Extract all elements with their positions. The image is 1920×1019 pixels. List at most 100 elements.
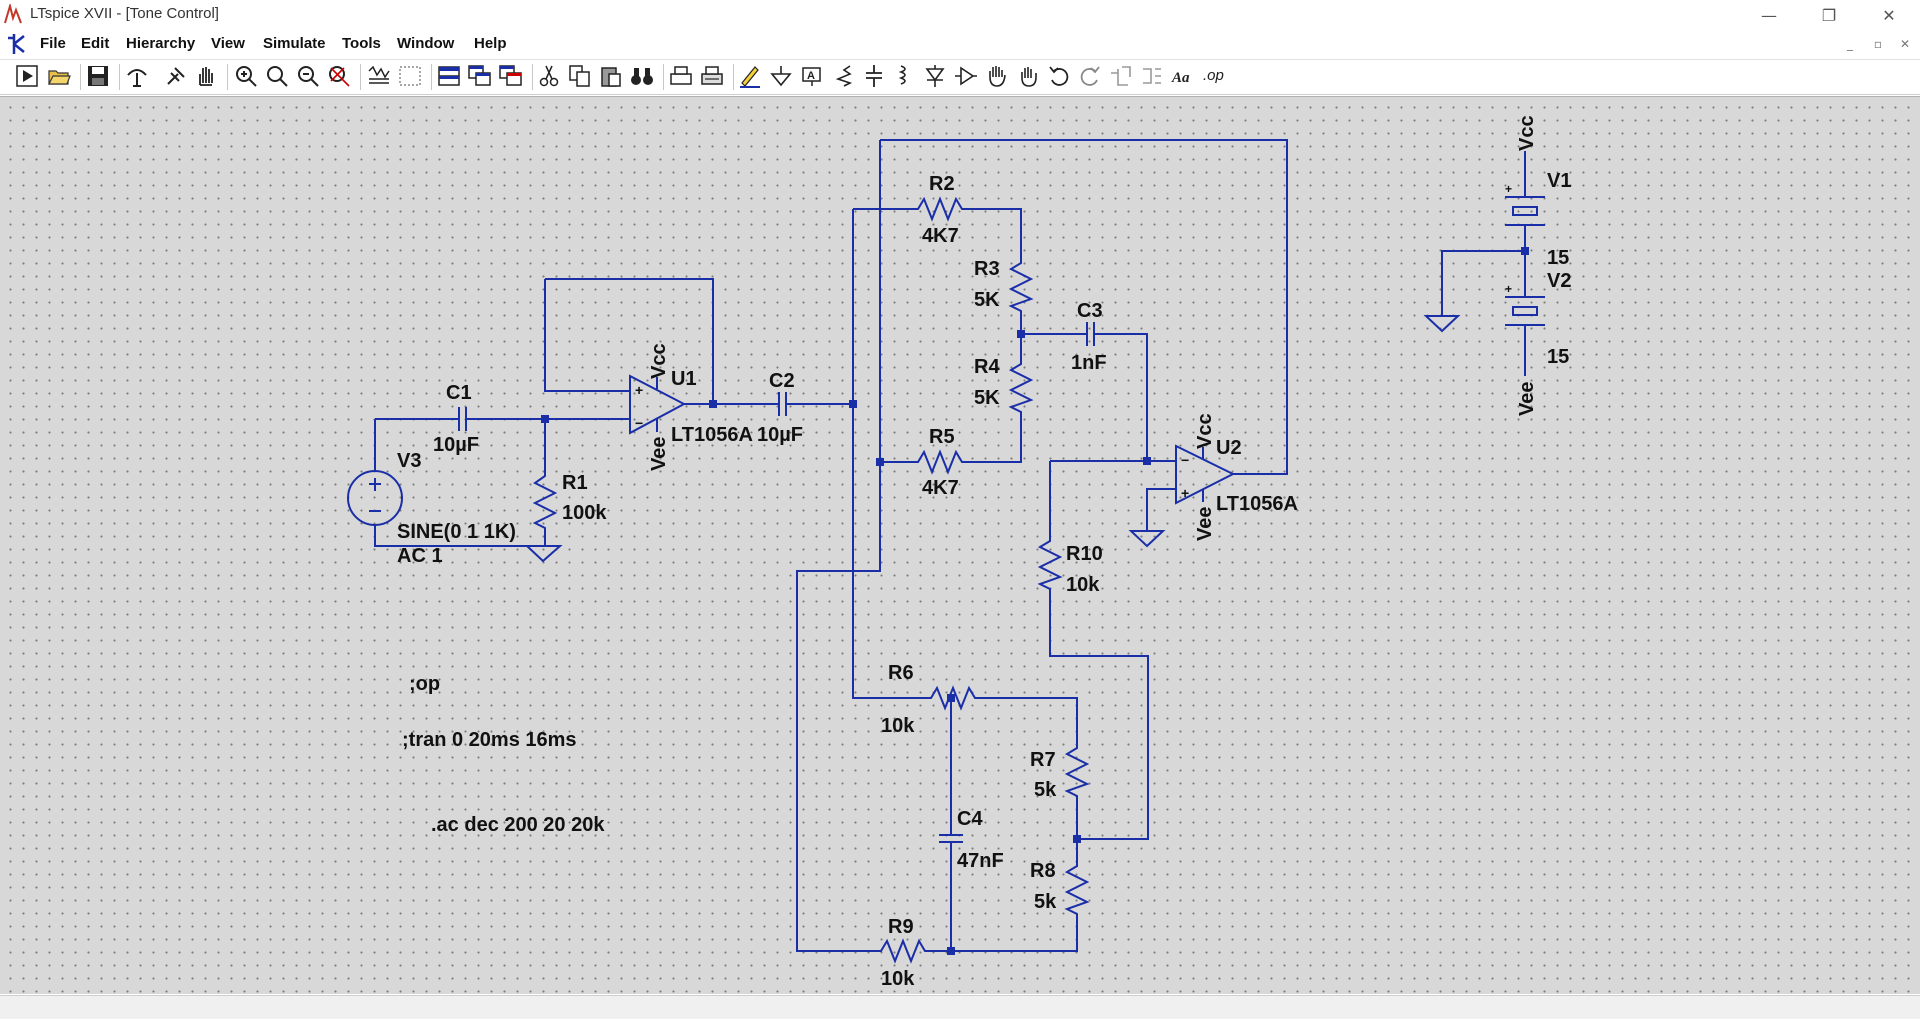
c1-value: 10µF: [433, 434, 479, 456]
net-label-icon[interactable]: A: [799, 63, 825, 89]
open-folder-icon[interactable]: [46, 63, 72, 89]
menu-tools[interactable]: Tools: [342, 35, 381, 52]
r10-symbol: [1037, 534, 1063, 598]
v1-symbol: [1505, 181, 1545, 241]
u1-label: U1: [671, 368, 697, 390]
ground-2: [1128, 530, 1166, 548]
r5-label: R5: [929, 426, 955, 448]
r7-label: R7: [1030, 749, 1056, 771]
vcc-u1-label: Vcc: [648, 343, 670, 379]
r10-value: 10k: [1066, 574, 1100, 596]
text-icon[interactable]: Aa: [1170, 63, 1196, 89]
r4-label: R4: [974, 356, 1000, 378]
menu-simulate[interactable]: Simulate: [263, 35, 326, 52]
menu-hierarchy[interactable]: Hierarchy: [126, 35, 196, 52]
toolbar-separator: [663, 64, 664, 90]
capacitor-symbols: [450, 322, 1099, 856]
schematic-canvas[interactable]: + − − + + + C1 10µF: [0, 96, 1920, 994]
u1-symbol: [629, 374, 687, 435]
r5-symbol: [910, 449, 970, 475]
print-setup-icon[interactable]: [699, 63, 725, 89]
r3-label: R3: [974, 258, 1000, 280]
zoom-fit-icon[interactable]: [326, 63, 352, 89]
draw-wire-pencil-icon[interactable]: [737, 63, 763, 89]
window-cascade-icon[interactable]: [467, 63, 493, 89]
move-hand-icon[interactable]: [984, 63, 1010, 89]
u2-label: U2: [1216, 437, 1242, 459]
r4-value: 5K: [974, 387, 1000, 409]
svg-text:Aa: Aa: [1171, 70, 1190, 86]
minimize-button[interactable]: —: [1761, 5, 1777, 25]
r6-label: R6: [888, 662, 914, 684]
toolbar-separator: [431, 64, 432, 90]
r1-symbol: [532, 468, 558, 536]
toolbar: A Aa .op: [0, 60, 1920, 95]
halt-probe-icon[interactable]: [163, 63, 189, 89]
mdi-minimize-button[interactable]: _: [1847, 37, 1853, 51]
component-icon[interactable]: [953, 63, 979, 89]
v3-ac-value: AC 1: [397, 545, 443, 567]
svg-text:+: +: [1505, 182, 1512, 196]
c1-label: C1: [446, 382, 472, 404]
window-close-all-icon[interactable]: [498, 63, 524, 89]
c3-label: C3: [1077, 300, 1103, 322]
toolbar-separator: [733, 64, 734, 90]
find-binoculars-icon[interactable]: [629, 63, 655, 89]
v1-label: V1: [1547, 170, 1571, 192]
zoom-pan-icon[interactable]: [264, 63, 290, 89]
save-icon[interactable]: [85, 63, 111, 89]
u2-symbol: [1175, 444, 1236, 505]
zoom-out-icon[interactable]: [295, 63, 321, 89]
svg-text:A: A: [807, 70, 815, 82]
print-icon[interactable]: [668, 63, 694, 89]
copy-icon[interactable]: [567, 63, 593, 89]
wires: [374, 139, 1526, 952]
svg-text:−: −: [635, 415, 643, 431]
undo-icon[interactable]: [1046, 63, 1072, 89]
r9-value: 10k: [881, 968, 915, 990]
tile-horizontal-icon[interactable]: [366, 63, 392, 89]
capacitor-icon[interactable]: [861, 63, 887, 89]
v2-symbol: [1505, 281, 1545, 341]
rotate-icon[interactable]: [1108, 63, 1134, 89]
mdi-restore-button[interactable]: ▫: [1873, 37, 1883, 51]
paste-icon[interactable]: [598, 63, 624, 89]
ground-icon[interactable]: [768, 63, 794, 89]
diode-icon[interactable]: [922, 63, 948, 89]
redo-icon[interactable]: [1077, 63, 1103, 89]
menu-view[interactable]: View: [211, 35, 245, 52]
tile-vertical-icon[interactable]: [397, 63, 423, 89]
window-title: LTspice XVII - [Tone Control]: [30, 5, 219, 22]
menu-edit[interactable]: Edit: [81, 35, 110, 52]
cut-icon[interactable]: [536, 63, 562, 89]
drag-hand-icon[interactable]: [1015, 63, 1041, 89]
inductor-icon[interactable]: [891, 63, 917, 89]
ac-directive: .ac dec 200 20 20k: [431, 814, 605, 836]
c4-label: C4: [957, 808, 983, 830]
menu-file[interactable]: File: [40, 35, 66, 52]
menu-window[interactable]: Window: [397, 35, 455, 52]
toolbar-separator: [80, 64, 81, 90]
zoom-in-icon[interactable]: [233, 63, 259, 89]
control-panel-icon[interactable]: [124, 63, 150, 89]
r6-symbol: [925, 685, 985, 711]
resistor-icon[interactable]: [830, 63, 856, 89]
ground-1: [524, 545, 563, 563]
spice-directive-button[interactable]: .op: [1203, 67, 1224, 84]
r8-value: 5k: [1034, 891, 1057, 913]
r2-label: R2: [929, 173, 955, 195]
toolbar-separator: [532, 64, 533, 90]
mirror-icon[interactable]: [1139, 63, 1165, 89]
r1-value: 100k: [562, 502, 607, 524]
pan-hand-icon[interactable]: [193, 63, 219, 89]
close-button[interactable]: ✕: [1882, 5, 1896, 25]
c3-value: 1nF: [1071, 352, 1107, 374]
c2-label: C2: [769, 370, 795, 392]
menu-help[interactable]: Help: [474, 35, 507, 52]
mdi-close-button[interactable]: ✕: [1899, 37, 1911, 51]
run-icon[interactable]: [14, 63, 40, 89]
vcc-supply-label: Vcc: [1516, 115, 1538, 151]
window-tile-icon[interactable]: [436, 63, 462, 89]
schematic-doc-icon[interactable]: [4, 32, 28, 56]
restore-button[interactable]: ❐: [1821, 5, 1837, 25]
